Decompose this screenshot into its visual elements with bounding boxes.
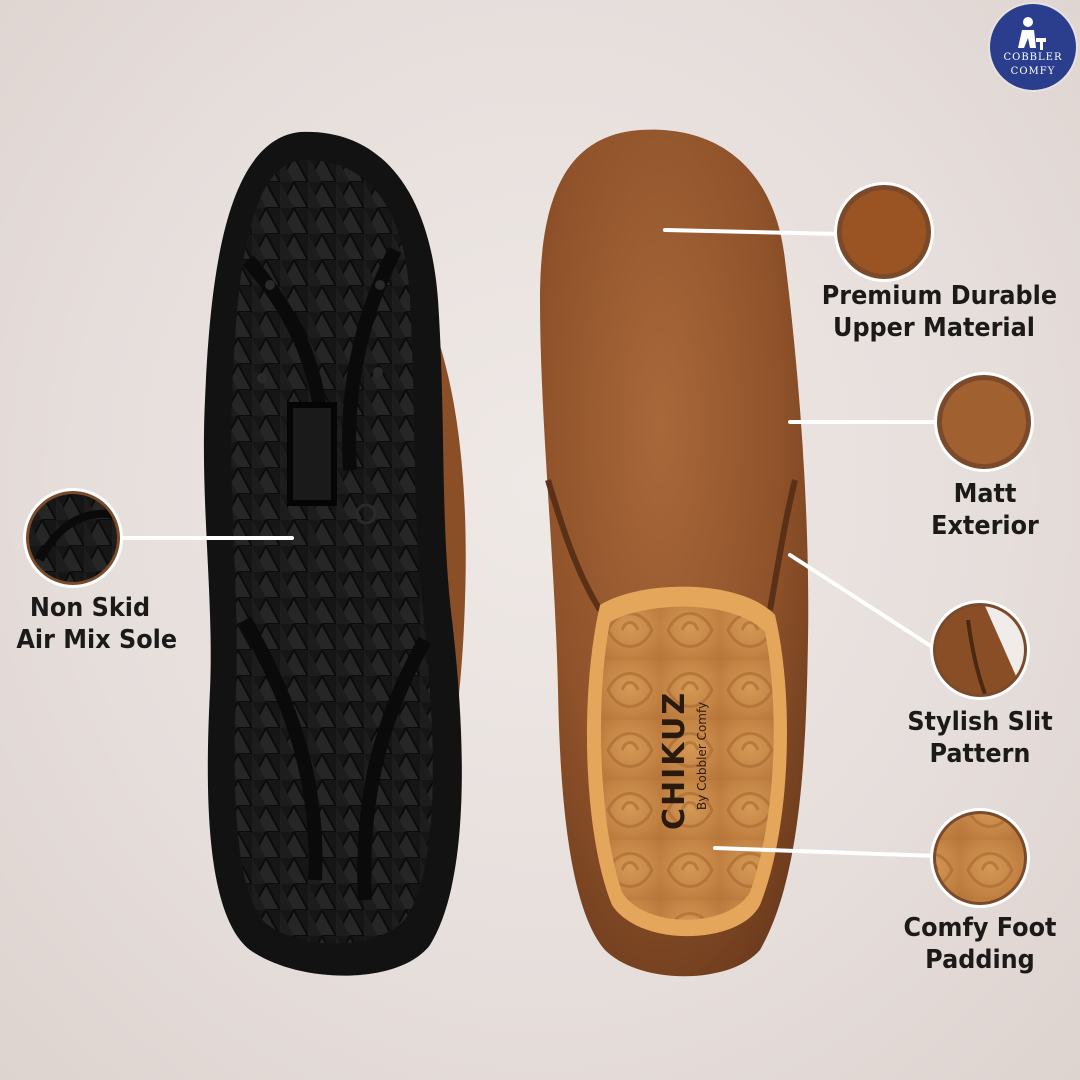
callout-matt-line1: Matt: [953, 479, 1017, 509]
badge-upper: [834, 182, 934, 282]
callout-matt-line2: Exterior: [931, 511, 1039, 541]
cobbler-figure-icon: [1018, 17, 1046, 50]
callout-slit-line1: Stylish Slit: [907, 707, 1053, 737]
callout-slit-line2: Pattern: [929, 739, 1031, 769]
callout-sole-line2: Air Mix Sole: [16, 625, 178, 655]
pointer-line-slit: [788, 553, 942, 654]
logo-line-2: COMFY: [1010, 66, 1056, 77]
badge-sole: [23, 488, 123, 588]
logo-line-1: COBBLER: [1003, 52, 1063, 63]
sole-shoe: [203, 131, 466, 976]
brand-logo: COBBLER COMFY: [990, 4, 1076, 90]
insole-tagline-text: By Cobbler Comfy: [695, 702, 709, 810]
callout-upper-label: Premium Durable Upper Material: [821, 280, 1058, 344]
callout-slit-label: Stylish Slit Pattern: [893, 706, 1068, 770]
callout-padding-label: Comfy Foot Padding: [902, 912, 1058, 976]
callout-upper-line2: Upper Material: [833, 313, 1035, 343]
callout-padding-line1: Comfy Foot: [903, 913, 1057, 943]
callout-sole-label: Non Skid Air Mix Sole: [16, 592, 178, 656]
badge-slit: [930, 600, 1030, 700]
pointer-line-padding: [713, 846, 938, 858]
callout-padding-line2: Padding: [925, 945, 1035, 975]
callout-upper-line1: Premium Durable: [821, 281, 1058, 311]
badge-matt: [934, 372, 1034, 472]
badge-padding: [930, 808, 1030, 908]
upper-shoe: CHIKUZ By Cobbler Comfy: [540, 129, 809, 977]
pointer-line-upper: [663, 228, 842, 236]
callout-matt-label: Matt Exterior: [911, 478, 1058, 542]
pointer-lines: [116, 228, 942, 858]
insole-brand-text: CHIKUZ: [657, 691, 692, 830]
callout-sole-line1: Non Skid: [29, 593, 151, 623]
